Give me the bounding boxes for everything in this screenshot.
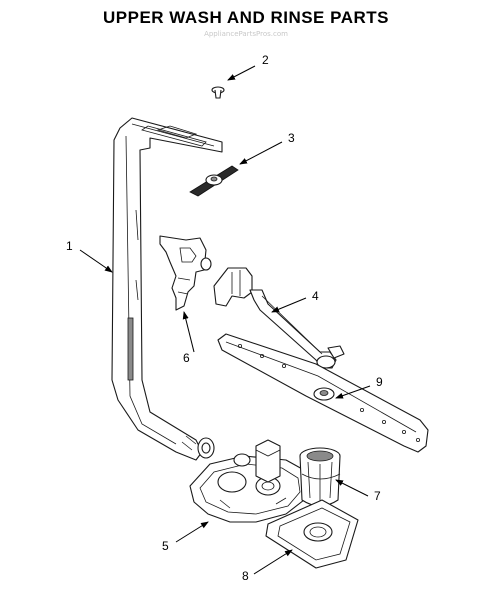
part-3-spray-arm[interactable]: [189, 165, 239, 197]
part-1-manifold-tube[interactable]: [111, 117, 223, 461]
callout-2: 2: [262, 53, 269, 67]
part-8-base-plate[interactable]: [265, 499, 359, 569]
part-6-bracket[interactable]: [159, 235, 212, 311]
watermark: AppliancePartsPros.com: [204, 30, 288, 38]
callout-6: 6: [183, 351, 190, 365]
leader-lines: [79, 65, 371, 575]
callout-4: 4: [312, 289, 319, 303]
callout-1: 1: [66, 239, 73, 253]
part-7-filter[interactable]: [299, 447, 341, 507]
part-9-spray-arm[interactable]: [217, 333, 429, 453]
part-5-pump-housing[interactable]: [189, 439, 309, 523]
part-2-cap[interactable]: [211, 86, 225, 99]
callout-3: 3: [288, 131, 295, 145]
callout-9: 9: [376, 375, 383, 389]
diagram-title: UPPER WASH AND RINSE PARTS: [103, 8, 389, 27]
callout-7: 7: [374, 489, 381, 503]
callout-5: 5: [162, 539, 169, 553]
callout-8: 8: [242, 569, 249, 583]
